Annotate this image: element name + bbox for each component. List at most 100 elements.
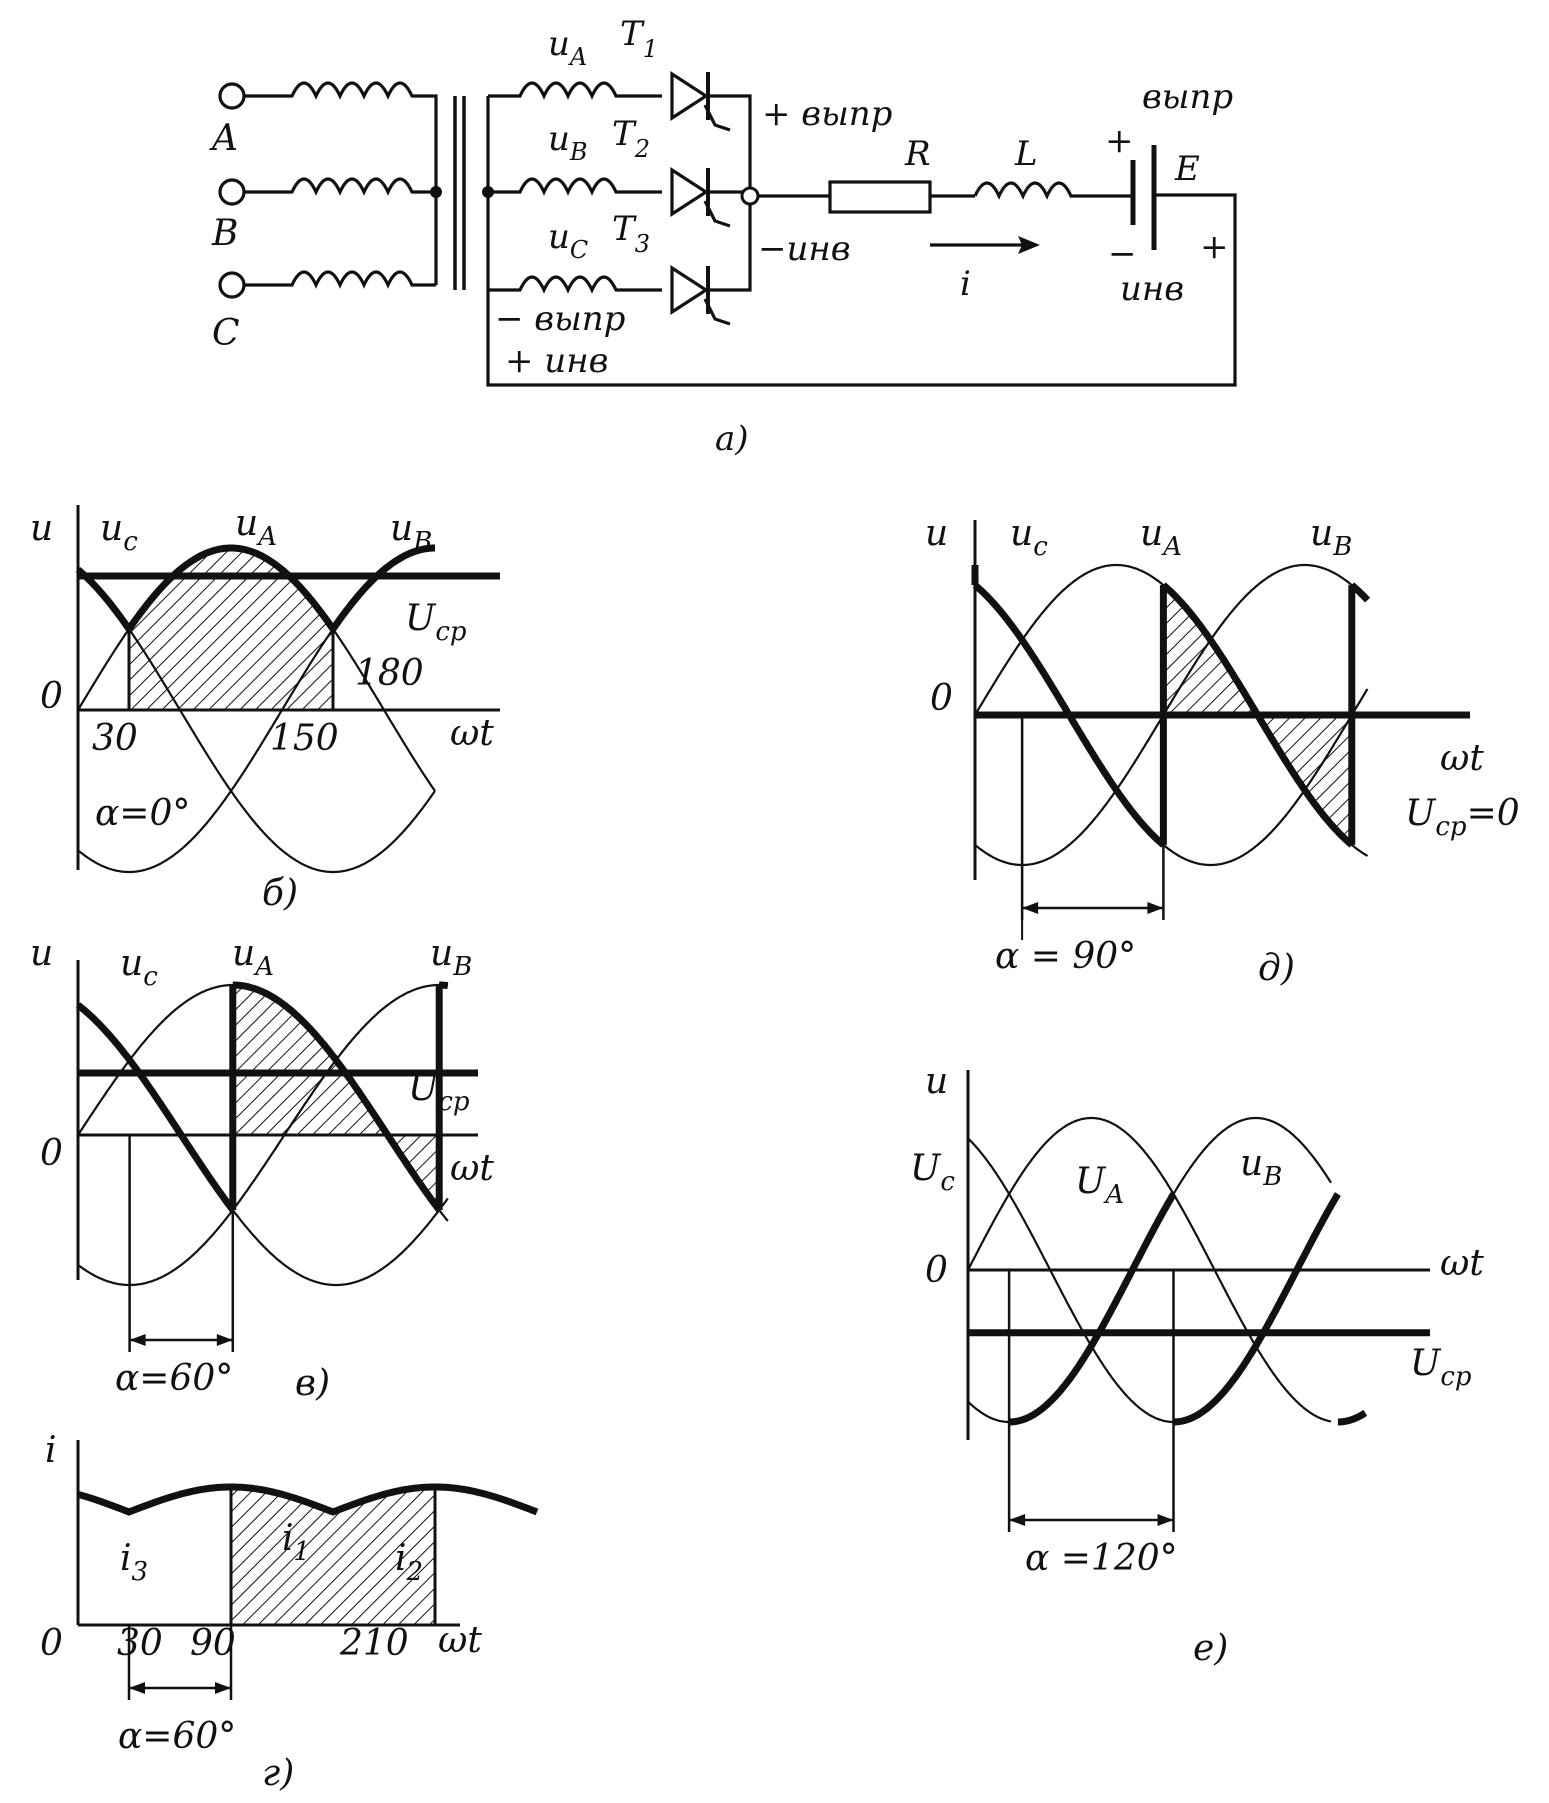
label-inv-plus: + инв (505, 341, 608, 381)
terminal-c (218, 271, 246, 299)
plot-v-ucp-label: Ucp (408, 1068, 470, 1117)
plot-e-caption: е) (1193, 1628, 1228, 1669)
plot-d-caption: д) (1258, 948, 1295, 989)
plot-e-uc-label: Uc (910, 1148, 955, 1197)
plot-v-alpha-arrow-right (216, 1334, 233, 1346)
plot-g-tick-90: 90 (190, 1623, 236, 1664)
plot-v-ua-label: uA (232, 933, 274, 982)
plot-v-alpha-arrow-left (129, 1334, 146, 1346)
plot-g-alpha-arrow-left (129, 1682, 145, 1694)
plot-d-alpha-label: α = 90° (995, 936, 1136, 977)
thyristor-t3 (670, 192, 752, 326)
terminal-c-label: C (212, 313, 240, 354)
plot-e-ua-label: UA (1075, 1161, 1124, 1210)
current-arrow (930, 236, 1040, 254)
plot-g-caption: г) (262, 1753, 294, 1794)
plot-g-hatched-i1 (231, 1487, 435, 1625)
secondary-windings (482, 81, 1237, 387)
plot-v-alpha-60 (75, 960, 478, 1352)
plot-g-wt-label: ωt (438, 1620, 482, 1661)
plot-g-i1-label: i1 (282, 1518, 310, 1567)
plot-d-u-axis-label: u (925, 513, 948, 554)
plot-v-hatched-area-1 (232, 985, 440, 1210)
resistor-r (828, 180, 932, 214)
schematic-caption: а) (715, 419, 749, 459)
terminal-a-label: A (209, 118, 238, 159)
plot-b-ua-label: uA (235, 503, 277, 552)
plot-e-u-axis-label: u (925, 1061, 948, 1102)
plot-b-caption: б) (262, 873, 298, 914)
plot-d-ua-label: uA (1140, 513, 1182, 562)
plot-v-ub-label: uB (430, 933, 472, 982)
plot-v-zero-label: 0 (40, 1133, 63, 1174)
plot-v-uc-label: uc (120, 943, 158, 992)
terminal-a (218, 82, 246, 110)
plot-g-alpha-arrow-right (215, 1682, 231, 1694)
plot-e-ub-label: uB (1240, 1143, 1282, 1192)
plot-g-zero-label: 0 (40, 1623, 63, 1664)
plot-d-alpha-arrow-left (1022, 902, 1039, 914)
plot-v-u-axis-label: u (30, 933, 53, 974)
label-inductor: L (1014, 134, 1038, 174)
label-emf: E (1174, 149, 1200, 189)
plot-e-alpha-label: α =120° (1025, 1538, 1178, 1579)
plot-e-curve-ua (967, 1116, 1332, 1423)
plot-b-zero-label: 0 (40, 676, 63, 717)
label-emf-mode-bottom: инв (1120, 269, 1184, 309)
plot-g-current (76, 1440, 539, 1700)
label-emf-mode-top: выпр (1142, 77, 1233, 117)
plot-b-hatched-area-1 (129, 548, 333, 710)
plot-d-alpha-arrow-right (1147, 902, 1164, 914)
plot-e-output-segment-0 (1009, 1192, 1177, 1426)
plot-b-tick-30: 30 (92, 718, 138, 759)
terminal-b (218, 178, 246, 206)
label-inv-minus: −инв (758, 229, 851, 269)
terminal-b-label: B (211, 213, 238, 254)
plot-d-ub-label: uB (1310, 513, 1352, 562)
plot-e-alpha-arrow-right (1157, 1514, 1174, 1526)
label-t1: T1 (620, 14, 658, 63)
plot-d-alpha-90 (971, 520, 1470, 940)
plot-b-ucp-label: Ucp (405, 598, 467, 647)
plot-e-ucp-label: Ucp (1410, 1343, 1472, 1392)
plot-g-tick-30: 30 (117, 1623, 163, 1664)
plot-e-output-segment-1 (1173, 1192, 1341, 1426)
emf-minus-bottom: − (1108, 234, 1137, 274)
label-ua: uA (548, 24, 587, 71)
primary-windings (244, 81, 442, 289)
thyristor-circuit-schematic: A B C (209, 14, 1237, 459)
plot-b-uc-label: uc (100, 508, 138, 557)
label-rect-plus: + выпр (762, 94, 892, 134)
plot-d-zero-label: 0 (930, 678, 953, 719)
plot-d-wt-label: ωt (1440, 738, 1484, 779)
plot-v-caption: в) (295, 1363, 330, 1404)
label-rect-minus: − выпр (495, 299, 625, 339)
emf-plus-top: + (1105, 121, 1134, 161)
plot-g-i2-label: i2 (395, 1538, 423, 1587)
plot-b-u-axis-label: u (30, 508, 53, 549)
plot-v-curve-ub (77, 983, 448, 1287)
plot-d-ucp-label: Ucp=0 (1405, 793, 1520, 842)
label-current: i (960, 264, 971, 304)
label-t3: T3 (612, 209, 650, 258)
plot-g-alpha-label: α=60° (118, 1716, 236, 1757)
plot-b-alpha-0 (75, 505, 500, 874)
thyristor-t2 (670, 167, 750, 228)
label-ub: uB (548, 119, 588, 166)
emf-plus-bottom: + (1200, 227, 1229, 267)
plot-v-wt-label: ωt (450, 1148, 494, 1189)
plot-e-zero-label: 0 (925, 1250, 948, 1291)
plot-g-i3-label: i3 (120, 1538, 148, 1587)
plot-e-output-segment-2 (1337, 1409, 1368, 1426)
plot-e-alpha-arrow-left (1009, 1514, 1026, 1526)
label-uc: uC (548, 217, 588, 264)
plot-e-wt-label: ωt (1440, 1243, 1484, 1284)
plot-b-tick-150: 150 (270, 718, 339, 759)
plot-g-tick-210: 210 (339, 1623, 409, 1664)
plot-g-i-axis-label: i (45, 1430, 57, 1471)
plot-d-uc-label: uc (1010, 513, 1048, 562)
plot-b-output-segment-2 (330, 544, 435, 632)
plot-b-wt-label: ωt (450, 713, 494, 754)
plot-v-output-segment-0 (75, 1002, 236, 1213)
